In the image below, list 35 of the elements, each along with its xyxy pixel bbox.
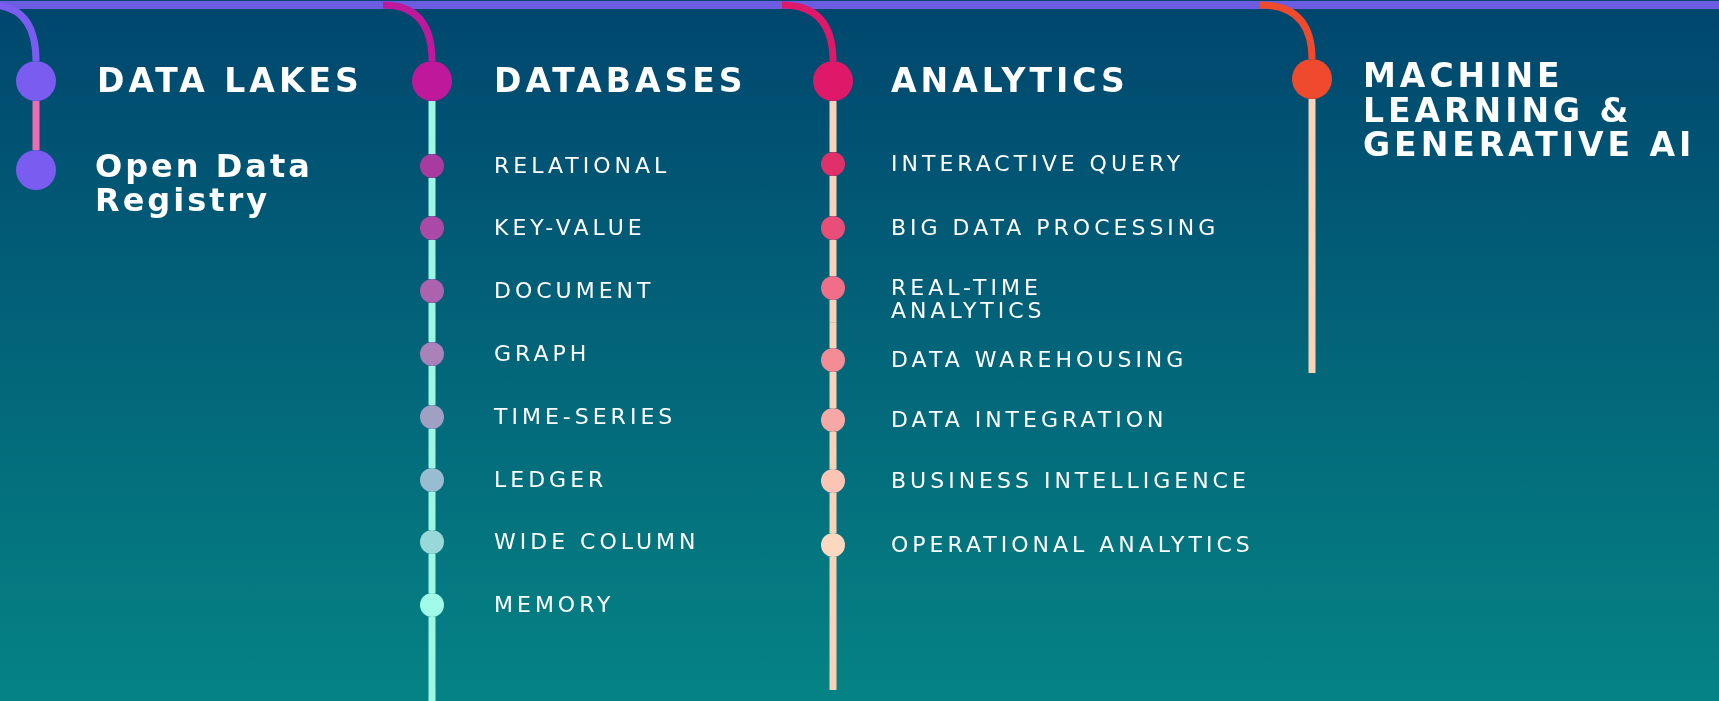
rail-line <box>829 101 837 152</box>
line-heading: DATA LAKES <box>97 63 363 99</box>
rail-line <box>32 101 40 150</box>
rail-line <box>829 240 837 276</box>
station-label: OPERATIONAL ANALYTICS <box>891 533 1254 557</box>
line-heading: ANALYTICS <box>891 63 1129 99</box>
station-label: MEMORY <box>494 593 615 617</box>
rail-line <box>428 240 436 279</box>
rail-line <box>428 492 436 530</box>
line-heading: MACHINE LEARNING & GENERATIVE AI <box>1363 59 1697 163</box>
station-label: LEDGER <box>494 468 608 492</box>
station-label: TIME-SERIES <box>494 405 677 429</box>
rail-line <box>428 303 436 342</box>
rail-line <box>829 432 837 469</box>
rail-line <box>428 101 436 154</box>
rail-line <box>428 554 436 593</box>
station-label: Open Data Registry <box>95 150 314 218</box>
station-label: BIG DATA PROCESSING <box>891 216 1220 240</box>
station-label: DOCUMENT <box>494 279 655 303</box>
line-heading: DATABASES <box>494 63 747 99</box>
station-label: RELATIONAL <box>494 154 671 178</box>
rail-line <box>829 176 837 216</box>
rail-line <box>428 366 436 405</box>
station-label: INTERACTIVE QUERY <box>891 152 1185 176</box>
station-label: WIDE COLUMN <box>494 530 700 554</box>
rail-line <box>428 178 436 216</box>
station-label: BUSINESS INTELLIGENCE <box>891 469 1250 493</box>
rail-line <box>428 429 436 468</box>
station-label: REAL-TIME ANALYTICS <box>891 276 1047 323</box>
station-label: DATA WAREHOUSING <box>891 348 1188 372</box>
rail-line <box>829 372 837 408</box>
rail-line <box>829 493 837 533</box>
station-label: DATA INTEGRATION <box>891 408 1168 432</box>
station-label: GRAPH <box>494 342 591 366</box>
station-label: KEY-VALUE <box>494 216 646 240</box>
